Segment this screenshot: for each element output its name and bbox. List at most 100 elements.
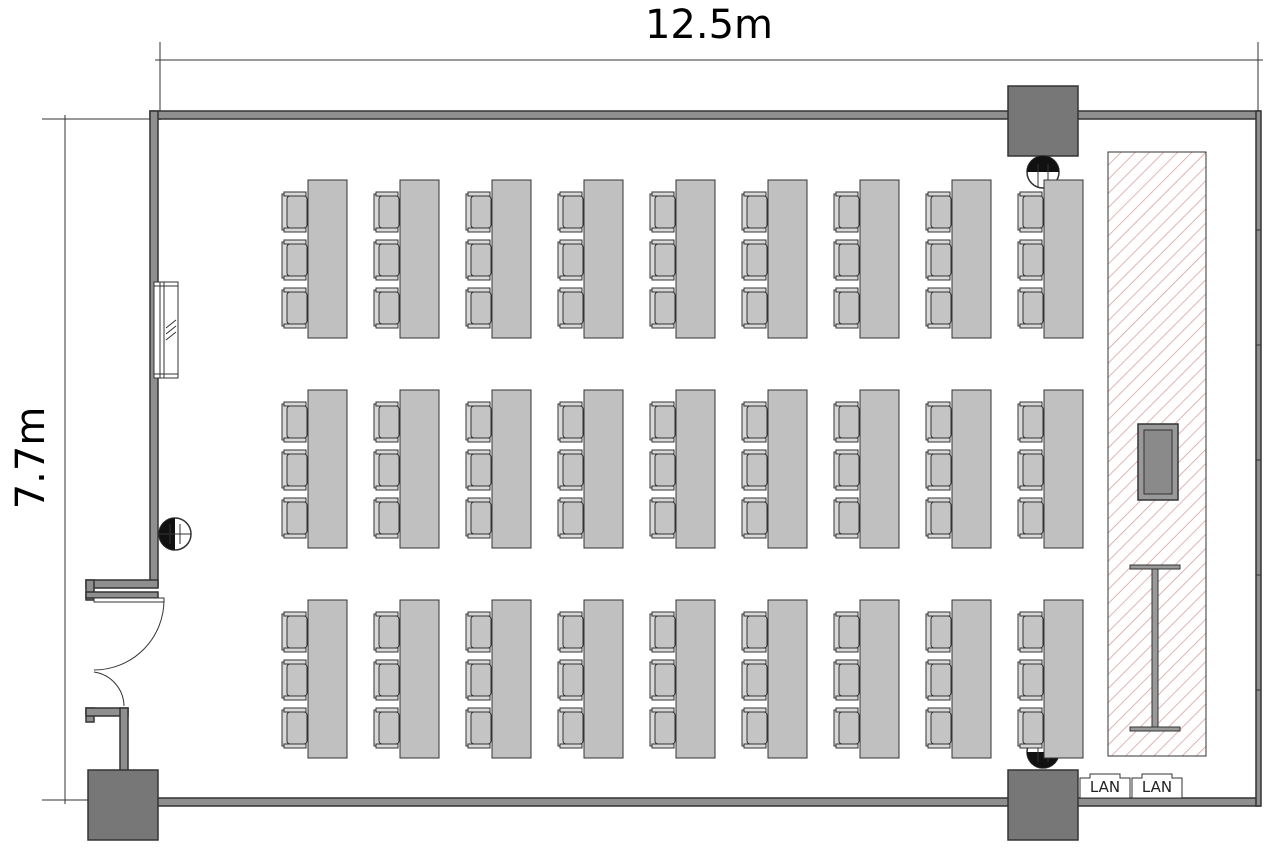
desk-unit: [925, 179, 992, 339]
chair: [833, 239, 860, 281]
desk: [1043, 389, 1084, 549]
desk: [583, 389, 624, 549]
desk: [675, 599, 716, 759]
right-wall-marks: [1256, 229, 1261, 691]
window: [153, 281, 179, 379]
desk: [399, 599, 440, 759]
desk: [491, 599, 532, 759]
desk-unit: [833, 179, 900, 339]
desk: [767, 599, 808, 759]
chair: [465, 449, 492, 491]
desk-unit: [557, 599, 624, 759]
chair: [281, 401, 308, 443]
chair: [925, 611, 952, 653]
chair: [649, 659, 676, 701]
desk: [307, 179, 348, 339]
outlet-icon: [158, 517, 192, 551]
desk-unit: [649, 179, 716, 339]
screen: [1129, 564, 1181, 570]
chair: [465, 497, 492, 539]
chair: [557, 707, 584, 749]
chair: [465, 191, 492, 233]
chair: [1017, 707, 1044, 749]
desk: [583, 179, 624, 339]
chair: [281, 611, 308, 653]
desk: [1043, 179, 1084, 339]
chair: [741, 239, 768, 281]
chair: [741, 707, 768, 749]
desk: [951, 389, 992, 549]
lan-outlet: LAN: [1079, 773, 1131, 799]
chair: [465, 611, 492, 653]
seating-area: [281, 179, 1084, 759]
chair: [373, 497, 400, 539]
chair: [465, 287, 492, 329]
chair: [465, 707, 492, 749]
chair: [649, 611, 676, 653]
desk: [859, 179, 900, 339]
chair: [925, 191, 952, 233]
chair: [281, 659, 308, 701]
chair: [741, 659, 768, 701]
chair: [649, 497, 676, 539]
desk-unit: [373, 179, 440, 339]
chair: [281, 239, 308, 281]
desk-unit: [649, 599, 716, 759]
chair: [557, 659, 584, 701]
desk-unit: [373, 599, 440, 759]
desk-unit: [557, 179, 624, 339]
desk: [491, 389, 532, 549]
desk-unit: [925, 599, 992, 759]
desk-unit: [373, 389, 440, 549]
stage: [1107, 151, 1207, 757]
desk: [583, 599, 624, 759]
desk-unit: [465, 179, 532, 339]
chair: [557, 239, 584, 281]
chair: [649, 191, 676, 233]
chair: [465, 659, 492, 701]
chair: [833, 191, 860, 233]
chair: [373, 239, 400, 281]
lan-label: LAN: [1090, 778, 1120, 796]
desk: [859, 389, 900, 549]
desk: [307, 389, 348, 549]
lan-outlet: LAN: [1131, 773, 1183, 799]
chair: [833, 449, 860, 491]
desk-unit: [833, 599, 900, 759]
chair: [833, 707, 860, 749]
chair: [925, 449, 952, 491]
desk: [307, 599, 348, 759]
chair: [741, 611, 768, 653]
chair: [649, 449, 676, 491]
desk: [1043, 599, 1084, 759]
column-top-right: [1007, 85, 1079, 157]
chair: [925, 659, 952, 701]
desk-unit: [281, 179, 348, 339]
chair: [925, 239, 952, 281]
desk-unit: [741, 599, 808, 759]
desk: [767, 179, 808, 339]
lan-label: LAN: [1142, 778, 1172, 796]
height-label: 7.7m: [8, 407, 54, 510]
chair: [557, 191, 584, 233]
desk: [491, 179, 532, 339]
desk-unit: [741, 179, 808, 339]
chair: [1017, 287, 1044, 329]
door[interactable]: [93, 597, 165, 707]
desk: [675, 179, 716, 339]
chair: [1017, 191, 1044, 233]
chair: [281, 497, 308, 539]
chair: [373, 449, 400, 491]
chair: [373, 401, 400, 443]
desk-unit: [741, 389, 808, 549]
chair: [373, 287, 400, 329]
width-label: 12.5m: [645, 2, 773, 48]
chair: [925, 707, 952, 749]
chair: [649, 239, 676, 281]
desk-unit: [1017, 389, 1084, 549]
chair: [741, 449, 768, 491]
desk-unit: [649, 389, 716, 549]
chair: [281, 707, 308, 749]
chair: [557, 497, 584, 539]
chair: [373, 707, 400, 749]
